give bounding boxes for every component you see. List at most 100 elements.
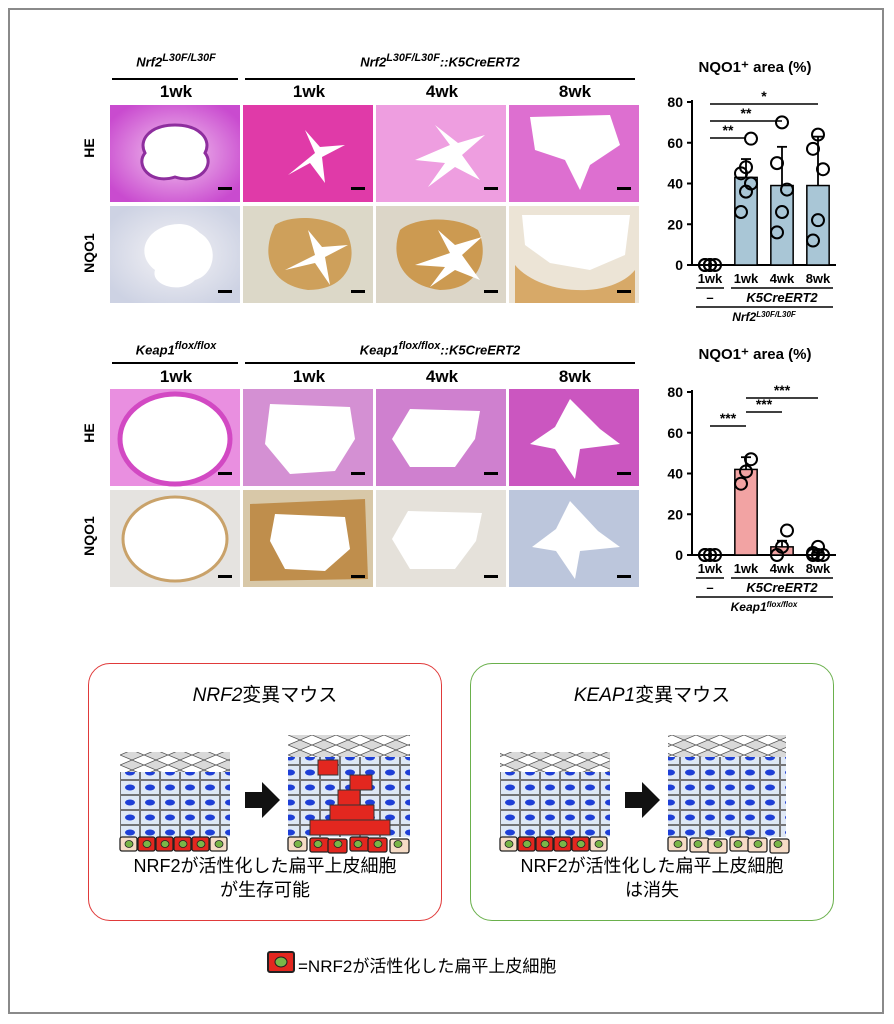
scale-bar (218, 290, 232, 293)
x-tick-label: 1wk (734, 271, 759, 286)
bottom-timepoint: 4wk (425, 367, 459, 386)
data-point (744, 176, 758, 191)
he-panel (110, 105, 240, 202)
x-tick-label: 1wk (698, 271, 723, 286)
bottom-timepoint: 1wk (159, 367, 193, 386)
row-label-he: HE (81, 138, 97, 158)
data-point (734, 205, 748, 220)
data-point (770, 225, 784, 240)
data-point (816, 162, 830, 177)
scale-bar (351, 290, 365, 293)
nqo1-panel (509, 490, 639, 587)
x-tick-label: 1wk (698, 561, 723, 576)
data-point (806, 141, 820, 156)
keap1-mouse-box: KEAP1変異マウス NRF2が活性化した扁平上皮細胞 は消失 (470, 663, 834, 921)
data-point (698, 548, 712, 562)
y-tick-label: 40 (667, 176, 683, 192)
chart-title: NQO1⁺ area (%) (698, 59, 812, 76)
nqo1-panel (376, 206, 506, 303)
y-tick-label: 40 (667, 466, 683, 482)
data-point (708, 548, 722, 562)
data-point (775, 205, 789, 220)
bottom-underline-cre (245, 362, 635, 364)
scale-bar (351, 575, 365, 578)
data-point (703, 258, 717, 272)
legend-text: =NRF2が活性化した扁平上皮細胞 (298, 957, 557, 976)
y-tick-label: 80 (667, 94, 683, 110)
nrf2-caption-line1: NRF2が活性化した扁平上皮細胞 (133, 856, 397, 876)
he-panel (376, 389, 506, 486)
data-point (775, 539, 789, 554)
scale-bar (617, 290, 631, 293)
top-histology-grid (110, 105, 639, 303)
y-tick-label: 20 (667, 506, 683, 522)
data-point (708, 258, 722, 272)
bottom-genotype-control: Keap1flox/flox (135, 340, 217, 358)
data-point (734, 476, 748, 491)
scale-bar (218, 187, 232, 190)
group-label-minus: – (706, 290, 713, 305)
data-point (780, 182, 794, 197)
bottom-genotype-cre: Keap1flox/flox::K5CreERT2 (359, 340, 521, 358)
data-point (811, 539, 825, 554)
x-tick-label: 4wk (770, 271, 795, 286)
scale-bar (617, 472, 631, 475)
he-panel (110, 389, 240, 487)
data-point (703, 548, 717, 562)
nrf2-caption-line2: が生存可能 (220, 880, 310, 900)
top-timepoint: 4wk (425, 82, 459, 101)
data-point (744, 452, 758, 467)
group-label-genotype: Nrf2L30F/L30F (732, 310, 797, 325)
top-underline-control (112, 78, 238, 80)
nqo1-panel (110, 490, 240, 587)
x-tick-label: 8wk (806, 561, 831, 576)
y-tick-label: 20 (667, 216, 683, 232)
bottom-timepoint: 1wk (292, 367, 326, 386)
bottom-timepoint: 8wk (558, 367, 592, 386)
top-genotype-control: Nrf2L30F/L30F (136, 52, 216, 70)
significance-label: *** (720, 410, 737, 426)
significance-label: * (761, 88, 767, 104)
top-underline-cre (245, 78, 635, 80)
he-panel (243, 105, 373, 202)
nqo1-panel (509, 206, 639, 303)
nrf2-box-title: NRF2変異マウス (192, 685, 338, 706)
keap1-caption-line1: NRF2が活性化した扁平上皮細胞 (520, 856, 784, 876)
top-timepoint: 1wk (159, 82, 193, 101)
scale-bar (351, 187, 365, 190)
scale-bar (617, 575, 631, 578)
keap1-box-title: KEAP1変異マウス (573, 685, 731, 706)
row-label-he: HE (81, 423, 97, 443)
top-genotype-cre: Nrf2L30F/L30F::K5CreERT2 (360, 52, 520, 70)
top-timepoint: 1wk (292, 82, 326, 101)
row-label-nqo1: NQO1 (81, 516, 97, 556)
nrf2-mouse-box: NRF2変異マウス NRF2が活性化した扁平上皮細胞 が生存可能 (88, 663, 442, 921)
significance-label: ** (723, 122, 734, 138)
he-panel (509, 389, 639, 486)
y-tick-label: 0 (675, 257, 683, 273)
bottom-histology-grid (110, 389, 639, 587)
data-point (698, 258, 712, 272)
nqo1-panel (243, 206, 373, 303)
nqo1-panel (376, 490, 506, 587)
figure-frame (8, 8, 884, 1014)
scale-bar (617, 187, 631, 190)
row-label-nqo1: NQO1 (81, 233, 97, 273)
scale-bar (484, 575, 498, 578)
scale-bar (484, 187, 498, 190)
data-point (780, 523, 794, 538)
nqo1-panel (110, 206, 240, 303)
scale-bar (484, 290, 498, 293)
x-tick-label: 4wk (770, 561, 795, 576)
data-point (770, 156, 784, 171)
group-label-cre: K5CreERT2 (746, 580, 818, 595)
group-label-minus: – (706, 580, 713, 595)
data-point (739, 464, 753, 479)
scale-bar (351, 472, 365, 475)
scale-bar (218, 472, 232, 475)
y-tick-label: 60 (667, 135, 683, 151)
significance-label: ** (741, 105, 752, 121)
significance-label: *** (774, 382, 791, 398)
data-point (744, 131, 758, 146)
